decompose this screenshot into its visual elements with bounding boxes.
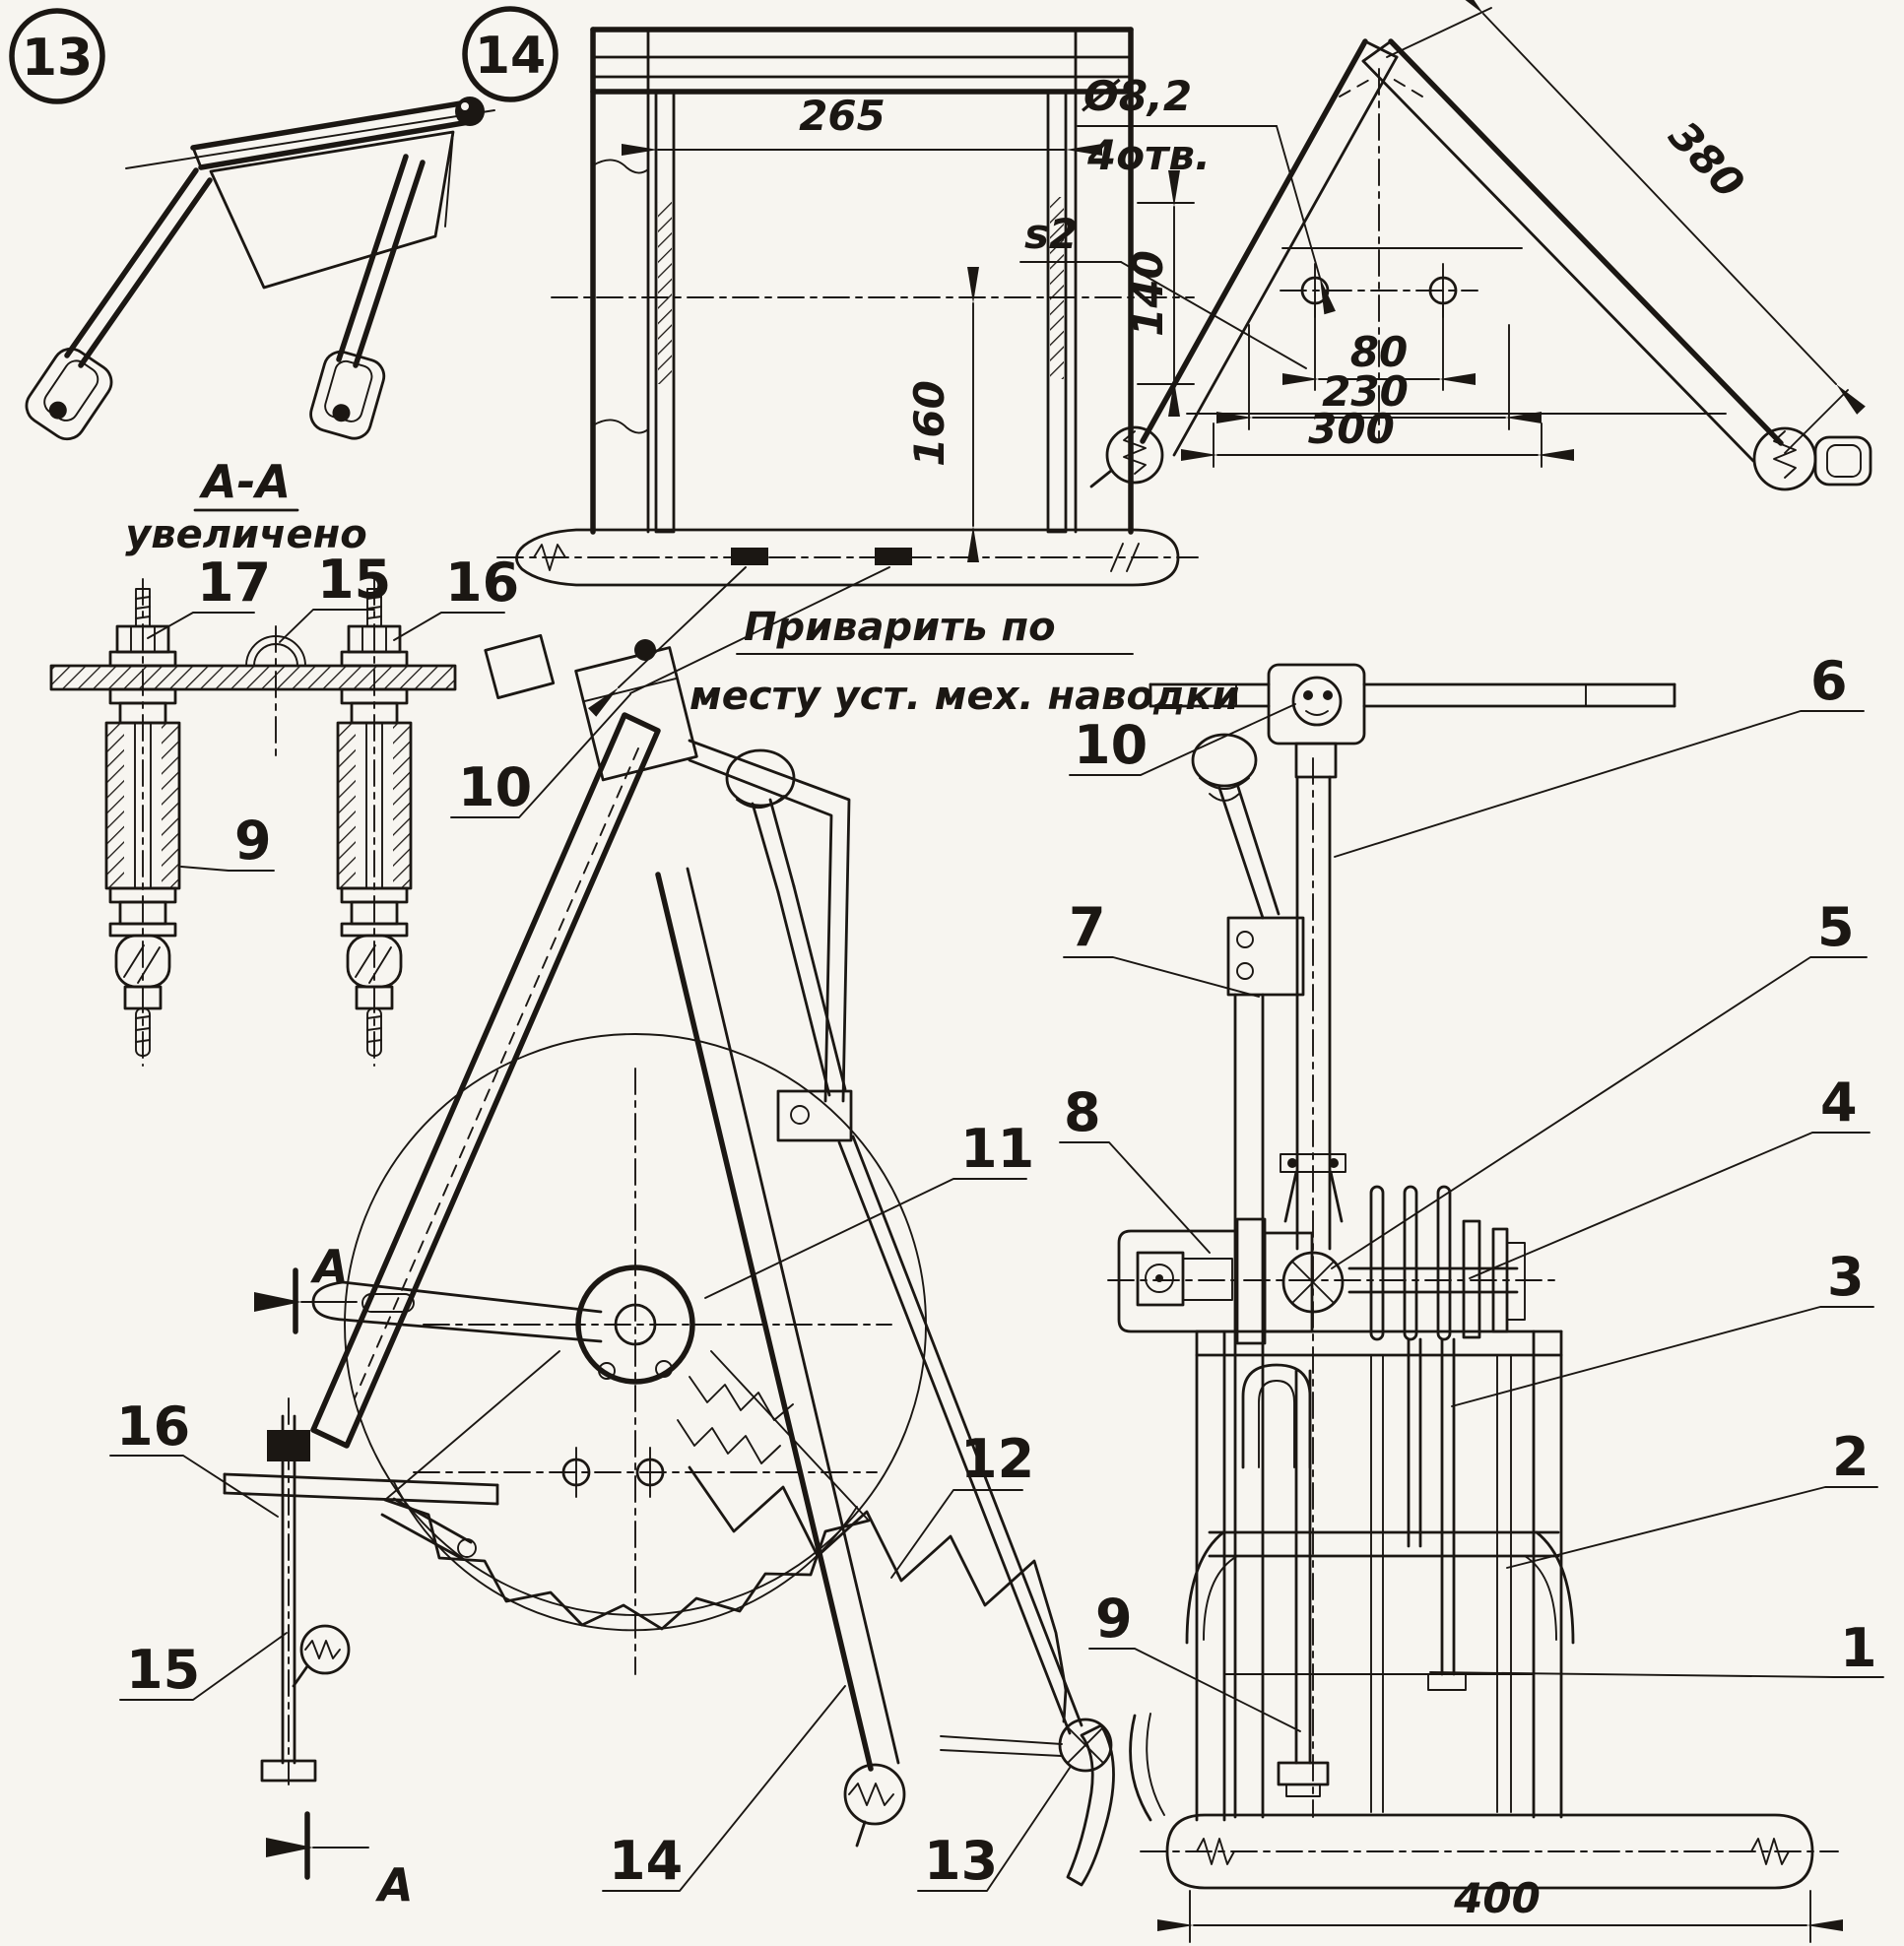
weld-note-line1: Приварить по <box>744 605 1056 650</box>
part-label-15-side: 15 <box>126 1639 200 1701</box>
right-clevis <box>309 350 386 440</box>
leader-15 <box>279 609 375 643</box>
link-rod <box>837 1140 1072 1735</box>
section-marker-upper: А <box>310 1240 349 1293</box>
foot-clevis <box>1813 435 1872 486</box>
part-label-9-section: 9 <box>234 810 272 872</box>
foot-ball-right <box>1752 426 1817 491</box>
left-leg <box>64 167 199 358</box>
dim-hole-dia: Ø8,2 <box>1082 72 1192 120</box>
part-label-10-side: 10 <box>458 756 532 818</box>
dim-160: 160 <box>905 380 953 467</box>
hub <box>575 1265 695 1385</box>
foot-ball-left <box>1105 425 1164 485</box>
ball-knob <box>725 748 796 808</box>
balloon-13: 13 <box>22 29 93 88</box>
section-title: А-А <box>199 455 291 508</box>
screw-unit <box>1117 1229 1236 1333</box>
view-section-aa: А-А увеличено 17 15 16 9 <box>49 455 519 1068</box>
dim-hole-count: 4отв. <box>1086 131 1211 179</box>
weld-note-line2: месту уст. мех. наводки <box>689 674 1239 719</box>
section-subtitle: увеличено <box>125 512 367 557</box>
hook <box>1241 1363 1312 1469</box>
base-oval <box>1165 1813 1814 1890</box>
view-part13-bracket: 13 <box>9 8 495 441</box>
part-label-6: 6 <box>1810 650 1848 712</box>
left-clevis <box>25 347 113 441</box>
front-foot-ball <box>299 1624 351 1675</box>
pivot-axis <box>125 109 495 169</box>
rear-leg <box>655 872 874 1772</box>
weld-tab-right <box>875 548 912 565</box>
section-marker-lower: А <box>375 1858 414 1912</box>
mast <box>310 712 661 1449</box>
support-arm <box>688 739 851 1103</box>
dim-230: 230 <box>1322 367 1409 416</box>
front-ball-knob <box>1191 733 1258 788</box>
dim-140: 140 <box>1124 250 1172 337</box>
balloon-14-circle <box>462 6 558 102</box>
dim-300: 300 <box>1308 405 1395 453</box>
part-label-12: 12 <box>960 1428 1034 1490</box>
part-label-4: 4 <box>1820 1071 1858 1134</box>
part-label-10-front: 10 <box>1074 714 1148 776</box>
view-side-assembly: А А 10 11 12 16 15 14 13 9 <box>109 633 1301 1912</box>
right-leg <box>353 160 426 368</box>
view-part14-frame: 14 265 140 160 Приварить по месту уст. м… <box>462 6 1239 719</box>
part-label-8: 8 <box>1064 1081 1101 1143</box>
tie-bolt-assembly-right <box>336 577 413 1068</box>
pivot-end-cap <box>455 97 485 126</box>
note-leader-2 <box>629 566 890 694</box>
note-leader-1 <box>587 566 747 717</box>
leader-hole-dia <box>1276 125 1336 315</box>
part-label-17: 17 <box>197 551 271 614</box>
rear-foot-ball <box>843 1763 906 1826</box>
worm-teeth-2 <box>677 1419 781 1464</box>
part-label-16-side: 16 <box>116 1395 190 1458</box>
part-label-9-front: 9 <box>1095 1588 1133 1650</box>
pawl-blade <box>1066 1723 1115 1887</box>
plate-section <box>51 666 455 689</box>
spring <box>688 1465 1068 1723</box>
part-label-15: 15 <box>317 549 391 611</box>
balloon-13-circle <box>9 8 105 104</box>
dim-380: 380 <box>1660 111 1754 208</box>
balloon-14: 14 <box>475 27 546 86</box>
leader-9-section <box>180 866 275 872</box>
uj-cross <box>1281 1251 1345 1314</box>
view-aframe-rear: Ø8,2 4отв. s2 380 80 230 300 <box>1019 0 1872 491</box>
part-label-3: 3 <box>1827 1246 1865 1308</box>
part-label-1: 1 <box>1840 1617 1877 1679</box>
mast-saddle <box>574 646 698 782</box>
dim-380-line <box>1454 0 1866 415</box>
leader-16 <box>393 612 505 641</box>
lever-clamp <box>776 1089 853 1142</box>
dim-400: 400 <box>1453 1874 1541 1922</box>
leader-17 <box>147 612 255 639</box>
part-label-11: 11 <box>960 1118 1034 1180</box>
uj-ball <box>1291 676 1343 727</box>
clamp-bar <box>223 1472 499 1487</box>
view-front-assembly: 400 10 6 7 5 8 4 3 2 1 <box>1059 650 1884 1943</box>
dome-clamp <box>245 635 306 667</box>
dim-80: 80 <box>1350 328 1408 376</box>
lever-bracket <box>1226 916 1305 997</box>
part-label-16: 16 <box>445 551 519 614</box>
worm-teeth-1 <box>689 1376 794 1421</box>
base-skid <box>515 528 1180 587</box>
part-label-2: 2 <box>1832 1426 1870 1488</box>
weld-tab-left <box>731 548 768 565</box>
part-label-7: 7 <box>1069 896 1106 958</box>
tie-bolt-assembly <box>104 578 181 1067</box>
part-label-13-side: 13 <box>924 1830 998 1892</box>
dim-265: 265 <box>799 92 886 140</box>
leader-thickness <box>1120 261 1307 369</box>
part-label-14-side: 14 <box>609 1830 683 1892</box>
tray-plate <box>209 130 455 290</box>
dim-thickness: s2 <box>1024 210 1078 258</box>
part-label-5: 5 <box>1817 896 1855 958</box>
